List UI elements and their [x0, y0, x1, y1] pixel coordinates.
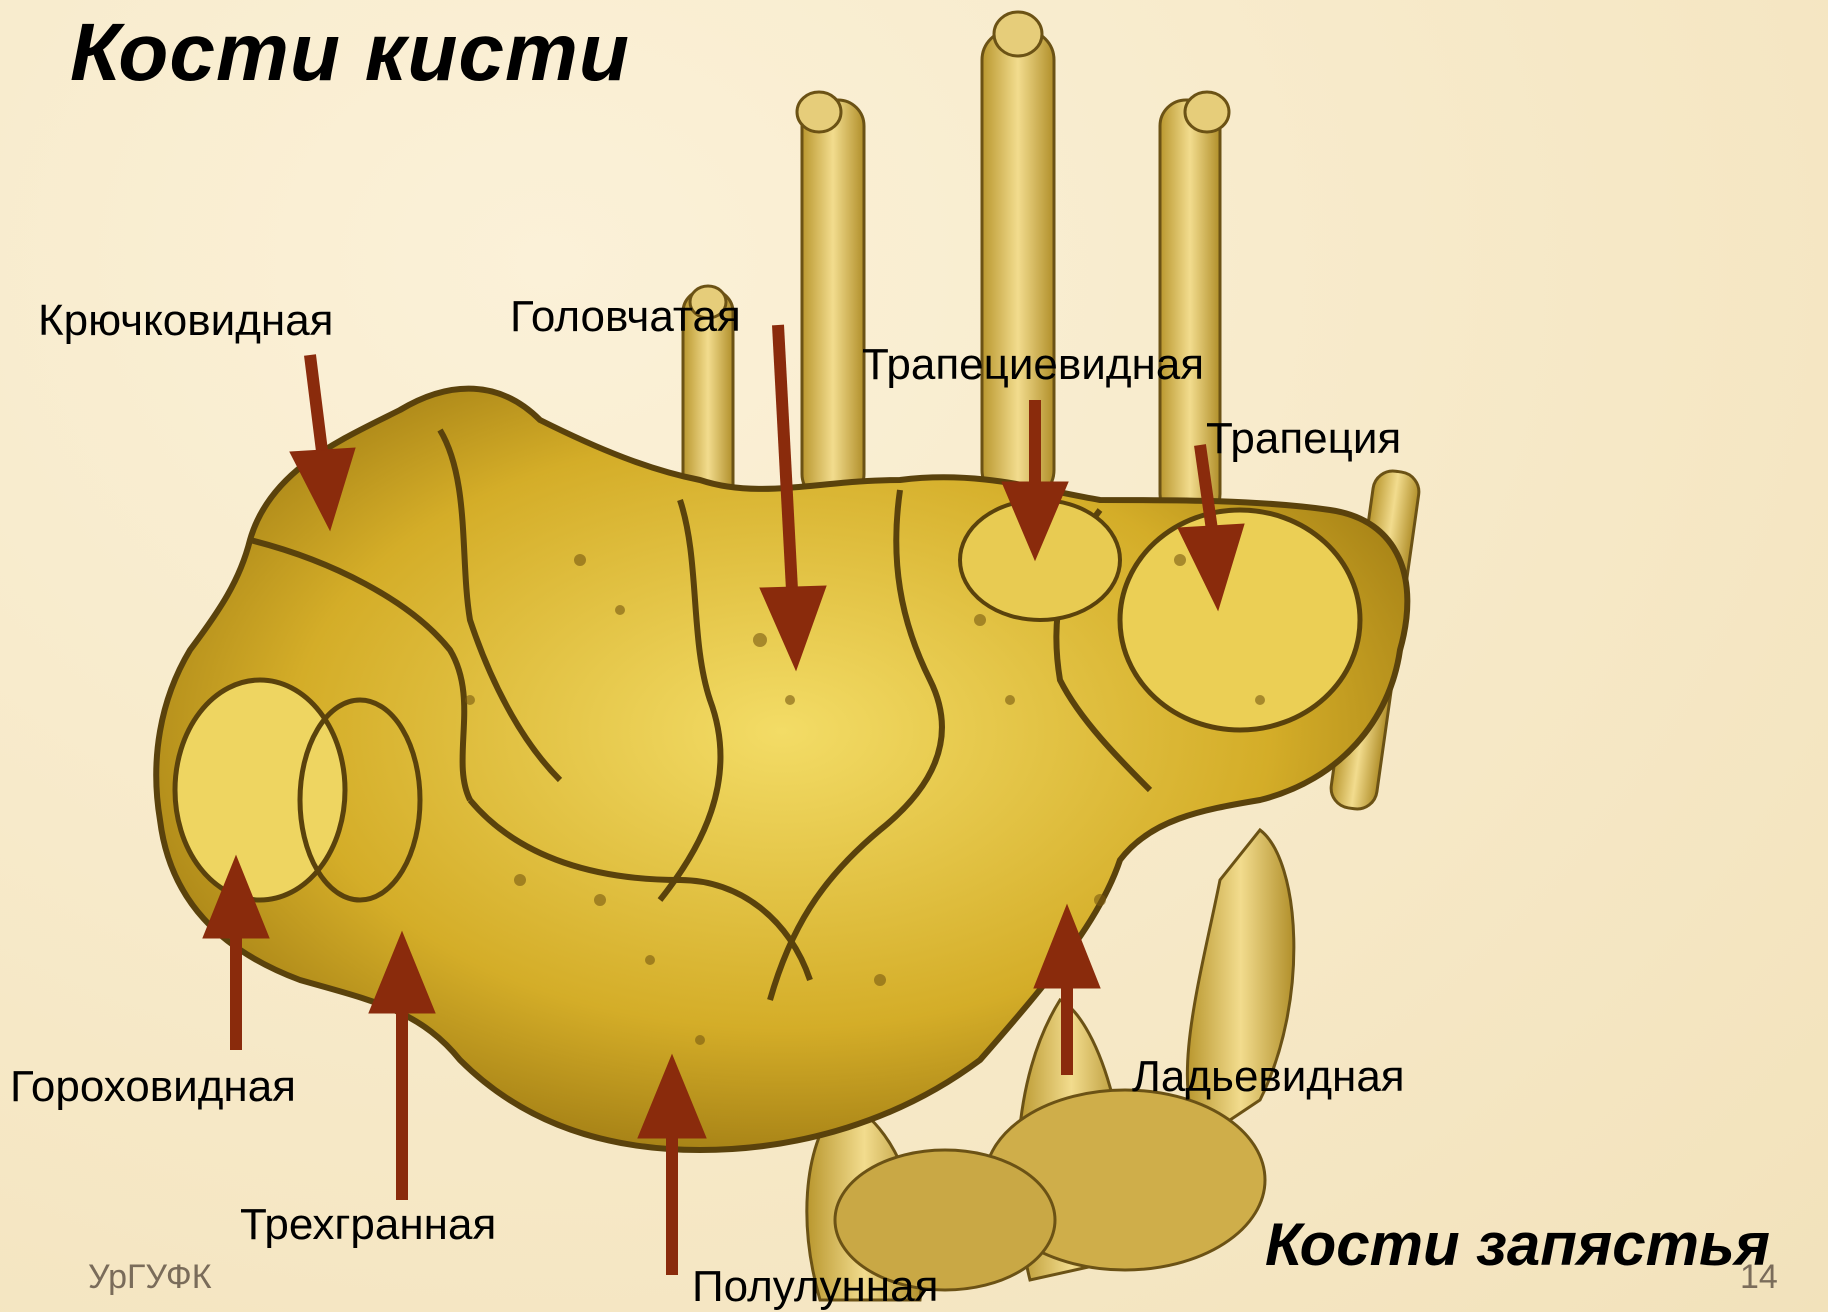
- finger-bone: [802, 100, 864, 500]
- label-lunate: Полулунная: [692, 1262, 938, 1312]
- label-trapezoid: Трапециевидная: [862, 340, 1204, 390]
- footer-organization: УрГУФК: [88, 1258, 212, 1297]
- label-hamate: Крючковидная: [38, 296, 334, 346]
- label-trapezium: Трапеция: [1206, 414, 1401, 464]
- slide-subtitle: Кости запястья: [1265, 1210, 1770, 1279]
- label-capitate: Головчатая: [510, 292, 741, 342]
- label-scaphoid: Ладьевидная: [1132, 1052, 1405, 1102]
- finger-tip: [1185, 92, 1229, 132]
- finger-bone: [982, 30, 1054, 500]
- finger-tip: [994, 12, 1042, 56]
- slide-title: Кости кисти: [70, 6, 630, 100]
- finger-tip: [797, 92, 841, 132]
- label-triquetrum: Трехгранная: [240, 1200, 496, 1250]
- label-pisiform: Гороховидная: [10, 1062, 296, 1112]
- page-number: 14: [1740, 1258, 1778, 1297]
